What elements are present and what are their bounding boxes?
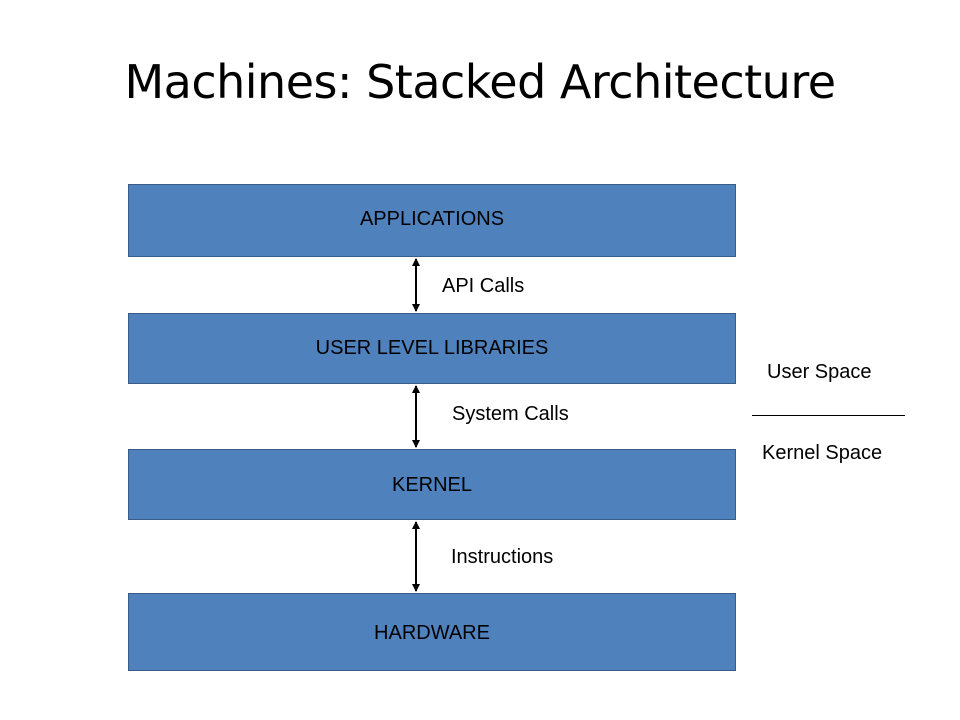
- layer-kernel: [128, 449, 736, 520]
- layer-user-level-libraries: [128, 313, 736, 384]
- layer-label-hardware: HARDWARE: [374, 622, 490, 644]
- layer-label-kernel: KERNEL: [391, 474, 473, 496]
- instructions-label: Instructions: [451, 546, 554, 568]
- slide-title: Machines: Stacked Architecture: [124, 55, 836, 109]
- layer-label-user-level-libraries: USER LEVEL LIBRARIES: [315, 337, 549, 359]
- system-calls-label: System Calls: [452, 403, 569, 425]
- user-space-label: User Space: [767, 361, 872, 383]
- space-divider-line: [752, 415, 905, 416]
- layer-label-applications: APPLICATIONS: [359, 208, 505, 230]
- layer-hardware: [128, 593, 736, 671]
- layer-applications: [128, 184, 736, 257]
- kernel-space-label: Kernel Space: [762, 442, 883, 464]
- api-calls-label: API Calls: [442, 275, 525, 297]
